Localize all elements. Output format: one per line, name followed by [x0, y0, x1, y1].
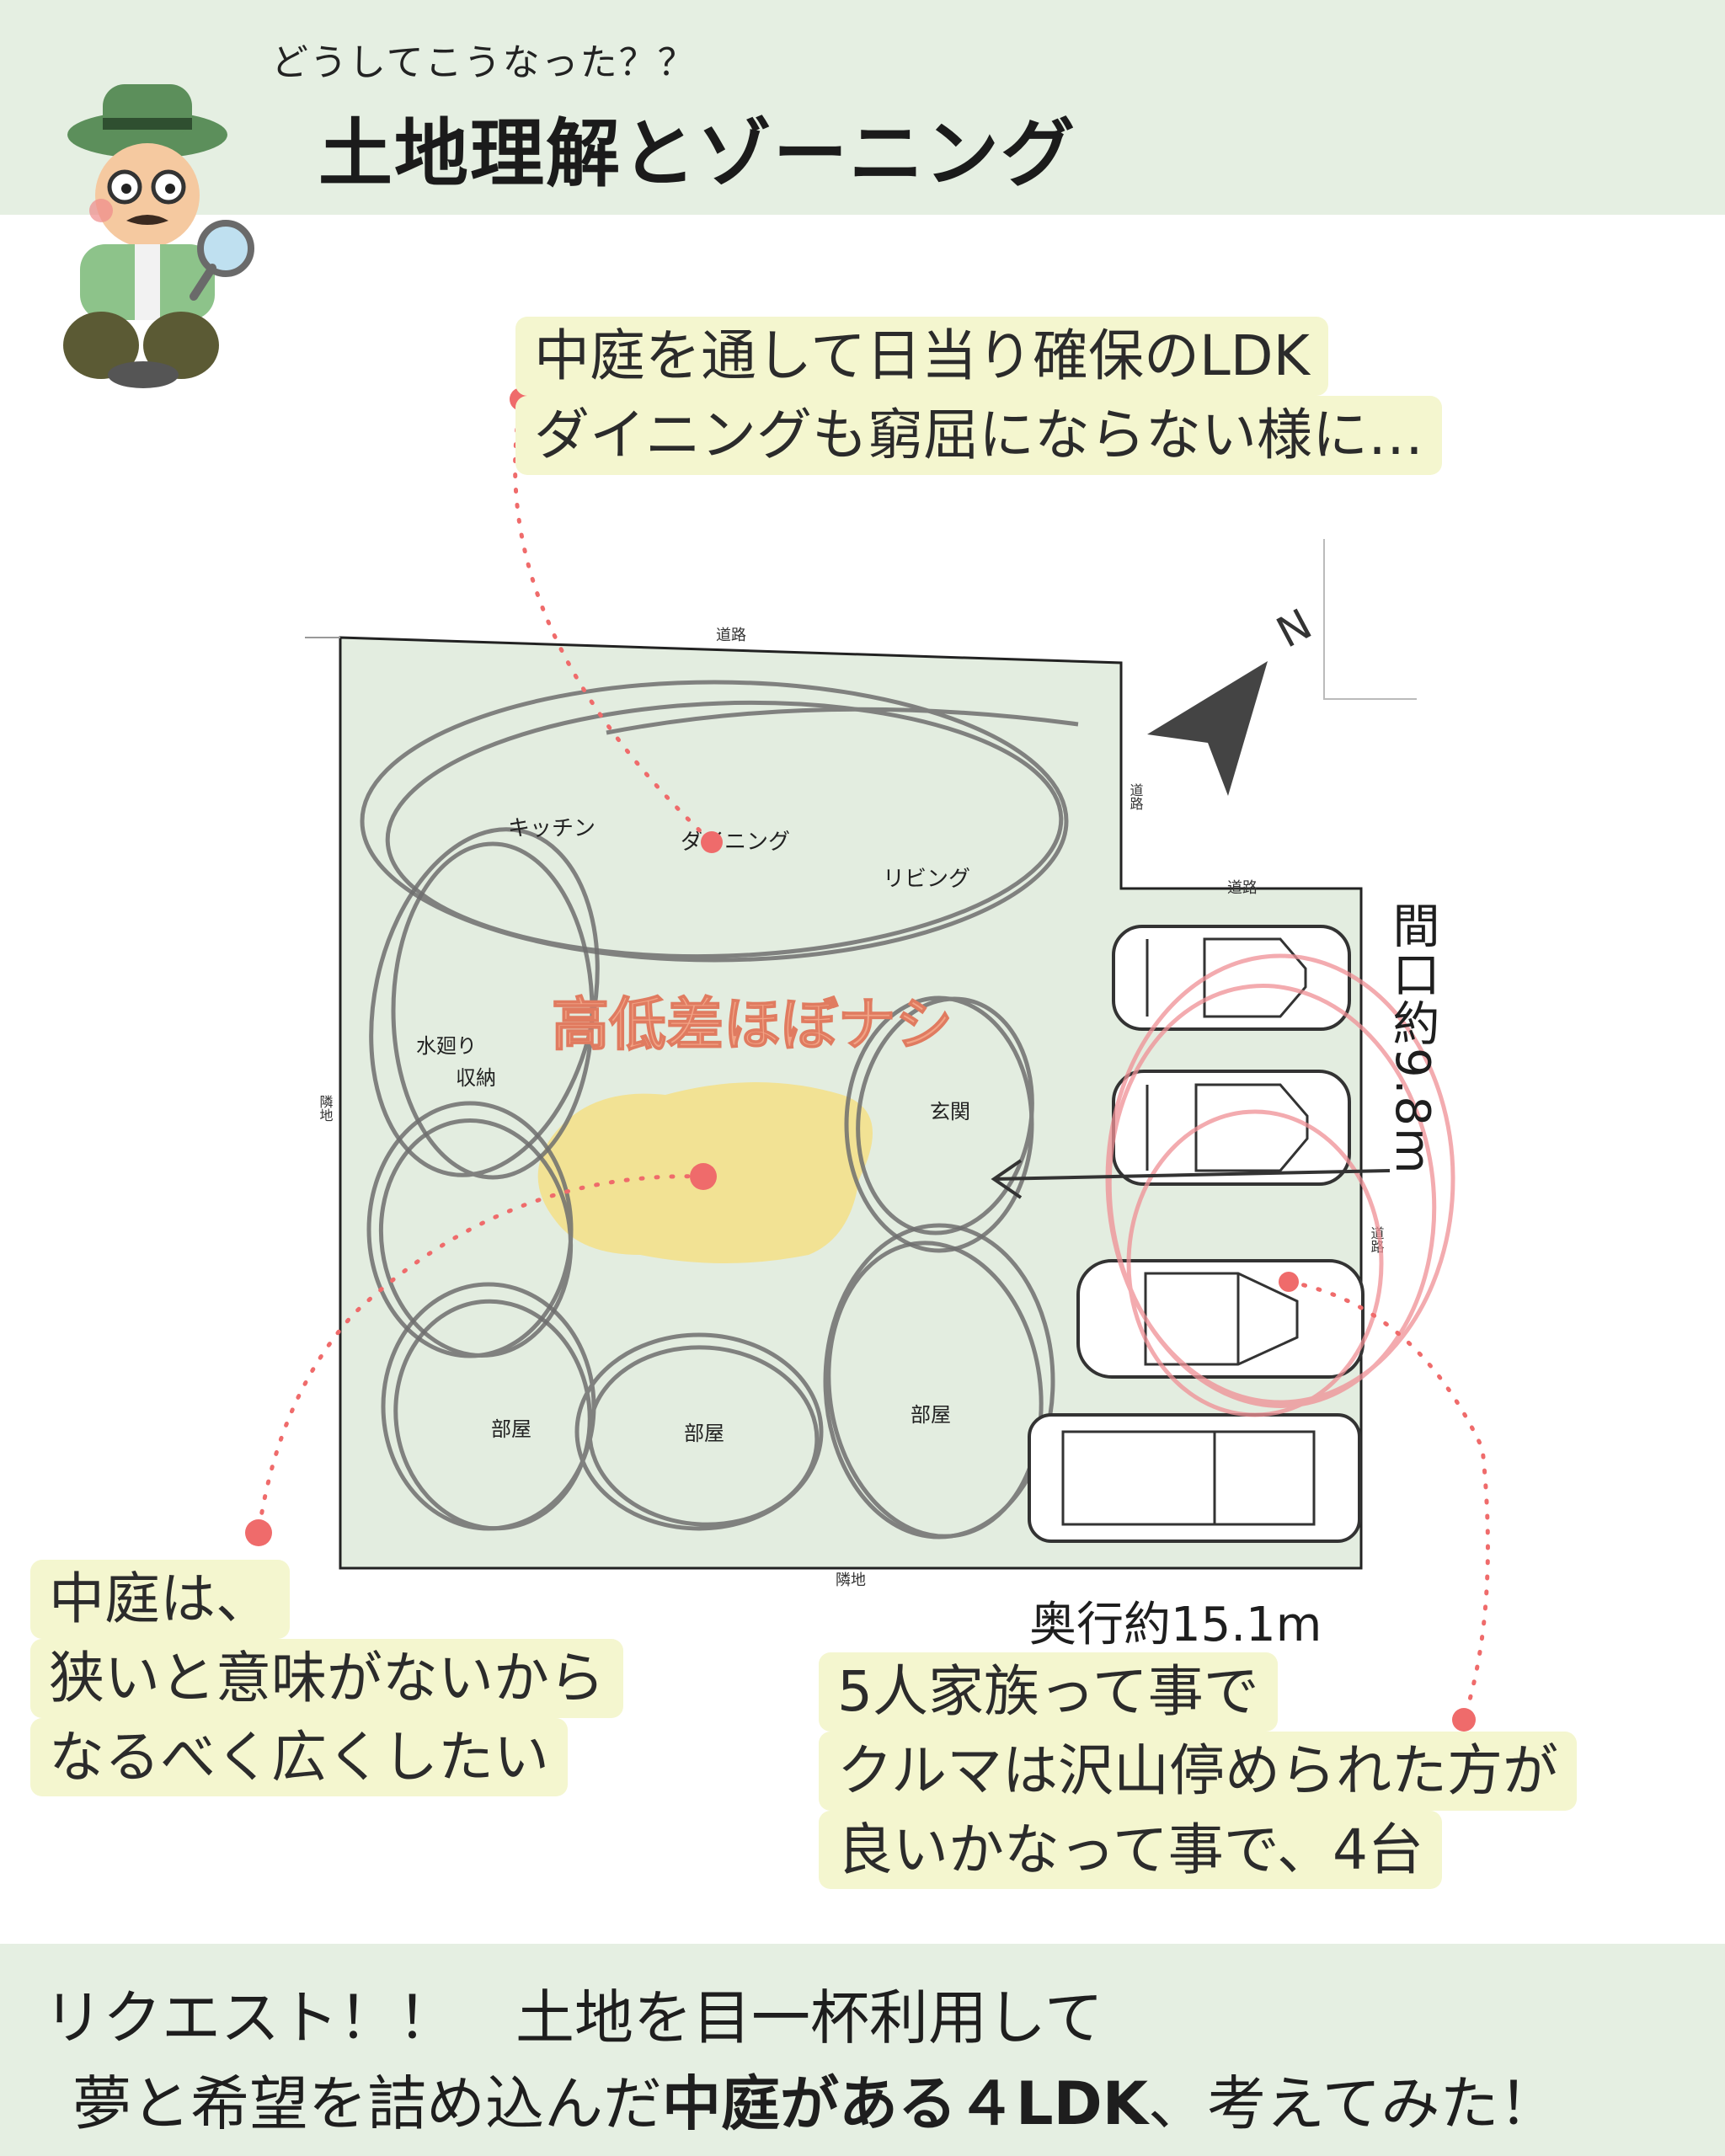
depth-dimension: 奥行約15.1m	[1029, 1598, 1322, 1652]
frontage-dimension: 間口約9.8m	[1385, 901, 1439, 1176]
zone-dining-label: ダイニング	[681, 830, 790, 855]
callout-top: 中庭を通して日当り確保のLDK ダイニングも窮屈にならない様に…	[515, 317, 1442, 475]
leader-lines	[256, 397, 1490, 1722]
neighbor-bottom-label: 隣地	[836, 1572, 866, 1589]
callout-right-line-2: クルマは沢山停められた方が	[819, 1731, 1578, 1811]
footer-line-1: リクエスト！！ 土地を目一杯利用して	[44, 1983, 1103, 2052]
north-label: N	[1268, 600, 1319, 658]
detective-mascot-icon	[63, 84, 254, 388]
road-step-label: 道路	[1227, 879, 1258, 897]
car-4-icon	[1028, 1413, 1361, 1543]
zone-kitchen-label: キッチン	[508, 816, 595, 841]
callout-top-line-1: 中庭を通して日当り確保のLDK	[515, 317, 1328, 396]
footer-line-2-pre: 夢と希望を詰め込んだ	[72, 2069, 662, 2138]
parking-loop	[1105, 953, 1455, 1417]
callout-left-line-1: 中庭は、	[30, 1560, 290, 1639]
neighbor-left-label: 隣地	[318, 1095, 334, 1122]
car-3-icon	[1076, 1259, 1365, 1379]
zone-ldk-loop	[360, 680, 1079, 963]
header-subtitle: どうしてこうなった？？	[271, 41, 697, 84]
zone-room-label-2: 部屋	[684, 1422, 724, 1445]
car-1-icon	[1112, 925, 1351, 1031]
zone-utility-label-1: 水廻り	[416, 1034, 477, 1058]
zone-entrance-loop	[844, 995, 1034, 1253]
courtyard-elevation-note: 高低差ほぼナシ	[552, 992, 953, 1059]
zone-room-loops	[381, 1223, 1055, 1540]
road-right-upper-label: 道路	[1128, 783, 1144, 810]
footer-line-2-bold: 中庭がある４LDK	[662, 2069, 1148, 2138]
callout-right-line-1: 5人家族って事で	[819, 1652, 1278, 1732]
footer-band	[0, 1944, 1725, 2156]
zone-room-label-3: 部屋	[911, 1403, 951, 1427]
callout-left-line-3: なるべく広くしたい	[30, 1717, 568, 1797]
callout-right-line-3: 良いかなって事で、4台	[819, 1810, 1443, 1890]
entrance-arrow	[991, 1159, 1391, 1199]
zone-room-label-1: 部屋	[491, 1417, 531, 1441]
zone-utility-loop	[369, 827, 600, 1180]
zone-living-label: リビング	[883, 867, 970, 892]
footer-line-2-post: 、考えてみた！	[1147, 2069, 1558, 2138]
zone-left-mid-loop	[366, 1101, 574, 1358]
footer-line-2: 夢と希望を詰め込んだ中庭がある４LDK、考えてみた！	[72, 2057, 1557, 2142]
header-band	[0, 0, 1725, 215]
zone-utility-label-2: 収納	[456, 1066, 496, 1090]
header-title: 土地理解とゾーニング	[318, 110, 1077, 197]
zone-entrance-label: 玄関	[930, 1100, 970, 1123]
callout-left-line-2: 狭いと意味がないから	[30, 1638, 623, 1718]
north-arrow-icon: N	[1147, 600, 1320, 796]
callout-left: 中庭は、 狭いと意味がないから なるべく広くしたい	[30, 1560, 623, 1797]
callout-right: 5人家族って事で クルマは沢山停められた方が 良いかなって事で、4台	[819, 1652, 1578, 1890]
callout-top-line-2: ダイニングも窮屈にならない様に…	[515, 395, 1442, 475]
road-top-label: 道路	[716, 627, 746, 644]
